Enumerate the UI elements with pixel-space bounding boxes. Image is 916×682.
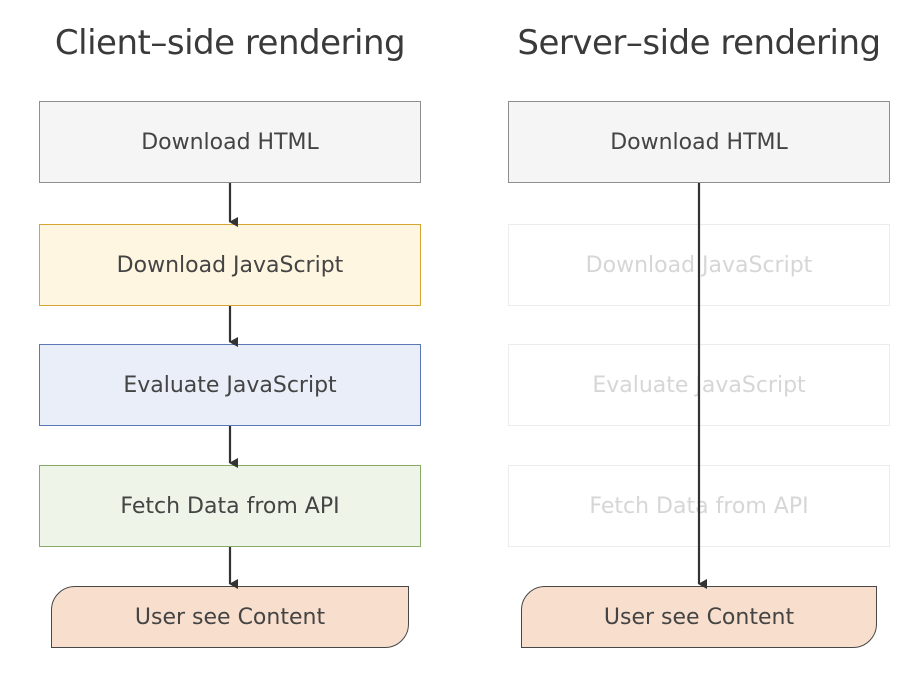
client-user-content-box: User see Content <box>51 586 409 648</box>
server-download-js-ghost-box: Download JavaScript <box>508 224 890 306</box>
client-evaluate-js-box: Evaluate JavaScript <box>39 344 421 426</box>
server-download-js-label: Download JavaScript <box>585 252 813 278</box>
server-evaluate-js-label: Evaluate JavaScript <box>592 372 806 398</box>
server-fetch-data-ghost-box: Fetch Data from API <box>508 465 890 547</box>
client-fetch-data-label: Fetch Data from API <box>120 493 340 519</box>
server-evaluate-js-ghost-box: Evaluate JavaScript <box>508 344 890 426</box>
client-fetch-data-box: Fetch Data from API <box>39 465 421 547</box>
client-user-content-label: User see Content <box>134 604 326 630</box>
client-download-html-box: Download HTML <box>39 101 421 183</box>
client-evaluate-js-label: Evaluate JavaScript <box>123 372 337 398</box>
client-download-html-label: Download HTML <box>141 129 319 155</box>
client-side-title: Client–side rendering <box>54 23 406 63</box>
server-fetch-data-label: Fetch Data from API <box>589 493 809 519</box>
server-side-title: Server–side rendering <box>517 23 881 63</box>
client-download-js-label: Download JavaScript <box>116 252 344 278</box>
server-download-html-label: Download HTML <box>610 129 788 155</box>
server-user-content-label: User see Content <box>603 604 795 630</box>
server-download-html-box: Download HTML <box>508 101 890 183</box>
client-download-js-box: Download JavaScript <box>39 224 421 306</box>
server-user-content-box: User see Content <box>521 586 877 648</box>
